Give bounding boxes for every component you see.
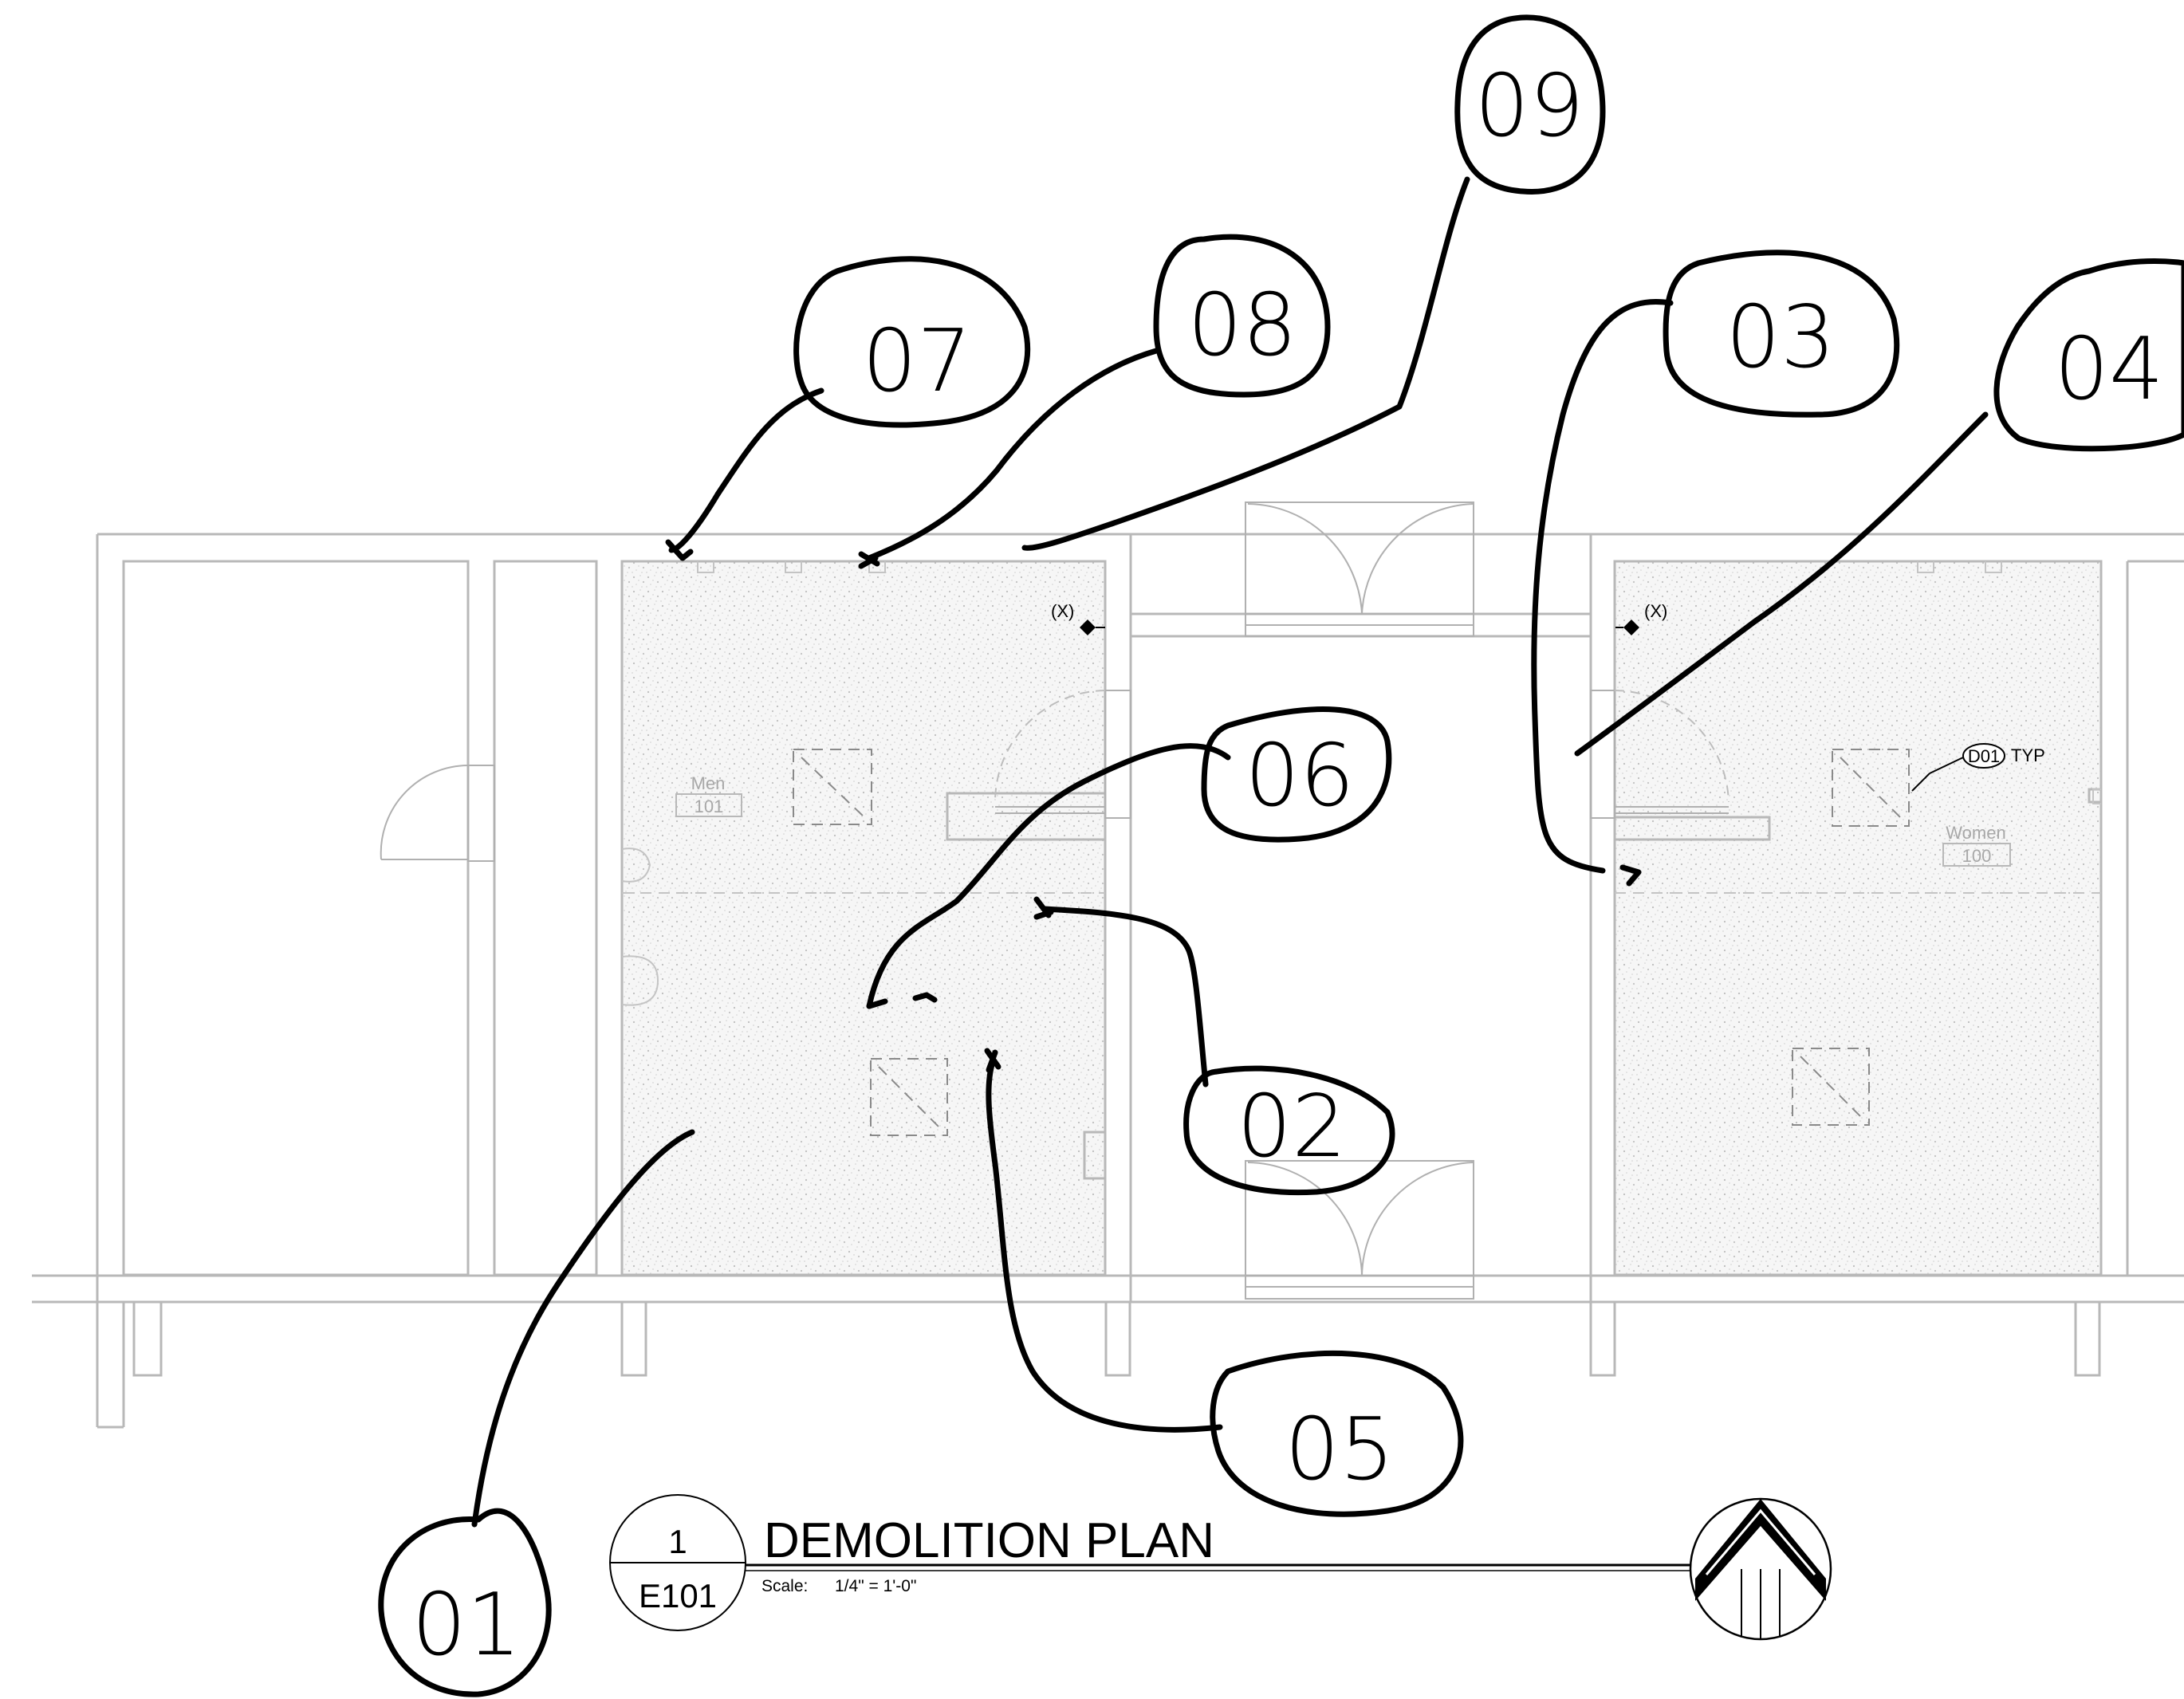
keynote-tag-label: D01 xyxy=(1968,746,2000,766)
callout-08-label: 08 xyxy=(1187,276,1297,376)
callout-01-label: 01 xyxy=(411,1575,521,1675)
drawing-title-block: 1 E101 DEMOLITION PLAN Scale: 1/4" = 1'-… xyxy=(609,1494,1690,1631)
room-name-men: Men xyxy=(691,773,726,793)
callout-02: 02 xyxy=(1033,896,1395,1196)
existing-device-women: (X) xyxy=(1615,601,1667,635)
existing-mark-women: (X) xyxy=(1644,601,1667,621)
callout-05: 05 xyxy=(984,1048,1464,1517)
callout-01: 01 xyxy=(378,1129,695,1697)
men-room-floor xyxy=(622,561,1105,1275)
room-tag-women: Women 100 xyxy=(1942,823,2011,867)
scale-value: 1/4" = 1'-0" xyxy=(835,1577,916,1595)
door-swings xyxy=(994,501,1729,1300)
building-walls xyxy=(32,533,2184,1429)
women-room-floor xyxy=(1615,561,2101,1275)
room-number-women: 100 xyxy=(1962,846,1992,866)
callout-03-label: 03 xyxy=(1726,288,1835,387)
sheet-number: E101 xyxy=(639,1577,717,1614)
existing-mark-men: (X) xyxy=(1051,601,1074,621)
callout-07: 07 xyxy=(665,256,1031,561)
room-number-men: 101 xyxy=(695,796,724,816)
light-fixtures-demo xyxy=(793,749,1910,1136)
room-name-women: Women xyxy=(1946,823,2005,843)
callout-03: 03 xyxy=(1531,250,1900,887)
callout-09-label: 09 xyxy=(1474,57,1584,156)
north-arrow-icon xyxy=(1689,1497,1832,1641)
callout-07-label: 07 xyxy=(862,312,971,411)
callout-04-label: 04 xyxy=(2054,320,2163,419)
scale-label: Scale: xyxy=(761,1577,808,1595)
room-tag-men: Men 101 xyxy=(675,773,742,817)
callout-08: 08 xyxy=(858,234,1331,569)
existing-device-men: (X) xyxy=(1051,601,1105,635)
keynote-typ-label: TYP xyxy=(2011,745,2045,765)
view-number: 1 xyxy=(668,1523,687,1560)
callout-06-label: 06 xyxy=(1245,726,1354,826)
callout-09: 09 xyxy=(1021,14,1606,551)
callout-04: 04 xyxy=(1574,258,2184,757)
callout-05-label: 05 xyxy=(1285,1400,1394,1500)
drawing-title: DEMOLITION PLAN xyxy=(764,1513,1214,1568)
floor-finish-areas xyxy=(622,561,2101,1275)
callout-02-label: 02 xyxy=(1237,1077,1346,1177)
keynote-tag-d01: D01 TYP xyxy=(1911,743,2045,792)
callout-06: 06 xyxy=(866,706,1392,1009)
